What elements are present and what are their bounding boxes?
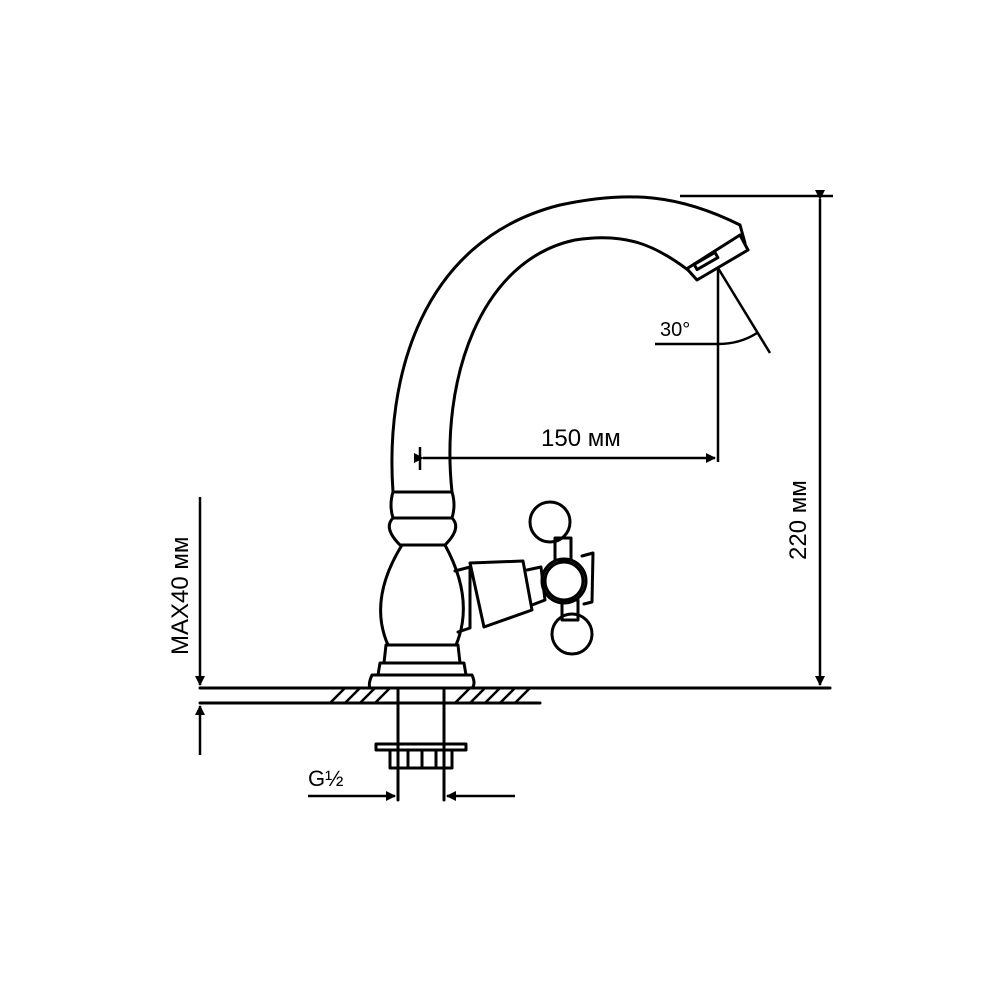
shank-and-nut <box>374 686 468 802</box>
height-label: 220 мм <box>785 480 812 560</box>
spout <box>390 195 750 494</box>
dim-reach <box>414 268 720 470</box>
thread-label: G½ <box>308 766 343 791</box>
dim-angle <box>655 267 772 354</box>
angle-label: 30° <box>660 319 690 341</box>
countertop-hatching <box>329 687 531 704</box>
max-thickness-label: MAX40 мм <box>167 537 194 655</box>
reach-label: 150 мм <box>541 425 621 452</box>
dim-height <box>680 190 833 686</box>
countertop <box>198 686 832 705</box>
cross-handle <box>453 500 595 656</box>
faucet-body <box>367 490 476 690</box>
